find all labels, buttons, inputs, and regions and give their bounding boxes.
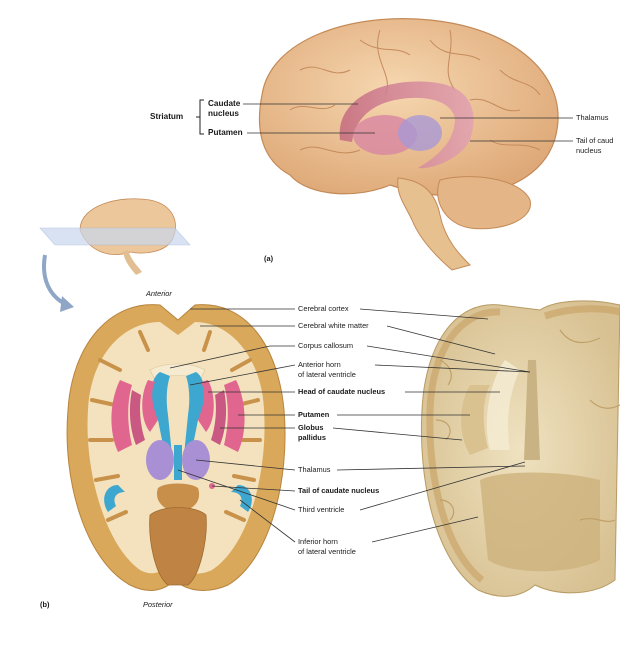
panel-b-leaders xyxy=(169,308,531,543)
label-inferior-horn: Inferior horn of lateral ventricle xyxy=(298,537,356,556)
photo-ventricle xyxy=(524,360,540,460)
inferior-horn-left xyxy=(104,485,125,512)
gyri-texture xyxy=(88,330,262,522)
photo-internal-capsule xyxy=(486,360,520,450)
label-a-putamen: Putamen xyxy=(208,128,243,137)
brain-lateral-outline xyxy=(258,18,559,197)
thalamus-left xyxy=(146,440,174,480)
inset-stem xyxy=(123,250,142,275)
putamen-left xyxy=(111,380,132,452)
photo-gyri xyxy=(435,329,620,523)
label-anterior-horn: Anterior horn of lateral ventricle xyxy=(298,360,356,379)
label-a-thalamus: Thalamus xyxy=(576,113,609,122)
photo-lentiform xyxy=(461,385,490,455)
label-head-of-caudate: Head of caudate nucleus xyxy=(298,387,386,396)
label-posterior: Posterior xyxy=(143,600,173,609)
inset-brain-shape xyxy=(79,198,176,255)
label-striatum: Striatum xyxy=(150,112,184,121)
caudate-head-left xyxy=(142,380,158,432)
label-tail-of-caudate: Tail of caudate nucleus xyxy=(298,486,380,495)
striatum-bracket xyxy=(196,99,204,135)
anterior-horn-right xyxy=(184,372,205,455)
panel-a-leaders xyxy=(243,103,573,142)
label-third-ventricle: Third ventricle xyxy=(298,505,345,514)
panel-b-photo xyxy=(420,300,620,597)
gyri-lines xyxy=(289,29,541,154)
anterior-horn-left xyxy=(151,372,172,455)
photo-cortex-rim-right xyxy=(543,305,620,320)
label-cerebral-cortex: Cerebral cortex xyxy=(298,304,349,313)
caption-a: (a) xyxy=(264,254,274,263)
label-b-putamen: Putamen xyxy=(298,410,330,419)
arrow-head-icon xyxy=(60,296,74,312)
arrow-icon xyxy=(42,254,69,307)
brainstem xyxy=(397,177,471,271)
panel-b-schematic xyxy=(66,304,286,591)
label-globus-pallidus: Globus pallidus xyxy=(298,423,326,442)
inset-plane xyxy=(39,227,191,246)
third-ventricle-shape xyxy=(174,445,182,480)
putamen-right xyxy=(224,380,245,452)
label-a-tail-of-caudate: Tail of caud nucleus xyxy=(576,136,614,155)
caudate-arc xyxy=(339,81,474,169)
label-a-caudate-nucleus: Caudate nucleus xyxy=(208,99,241,118)
cerebellum-section xyxy=(149,507,207,586)
photo-posterior xyxy=(480,472,600,572)
label-anterior: Anterior xyxy=(146,289,172,298)
globus-pallidus-left xyxy=(129,390,145,445)
caudate-head-right xyxy=(198,380,214,432)
globus-pallidus-right xyxy=(211,390,227,445)
midbrain xyxy=(156,483,200,512)
label-cerebral-white-matter: Cerebral white matter xyxy=(298,321,369,330)
cerebellum xyxy=(437,176,531,230)
caption-b: (b) xyxy=(40,600,50,609)
photo-cortex-rim xyxy=(426,308,501,583)
thalamus-shape xyxy=(398,115,442,151)
panel-a-brain xyxy=(258,18,559,271)
label-b-thalamus: Thalamus xyxy=(298,465,331,474)
label-corpus-callosum: Corpus callosum xyxy=(298,341,354,350)
inset-brain xyxy=(39,198,191,312)
